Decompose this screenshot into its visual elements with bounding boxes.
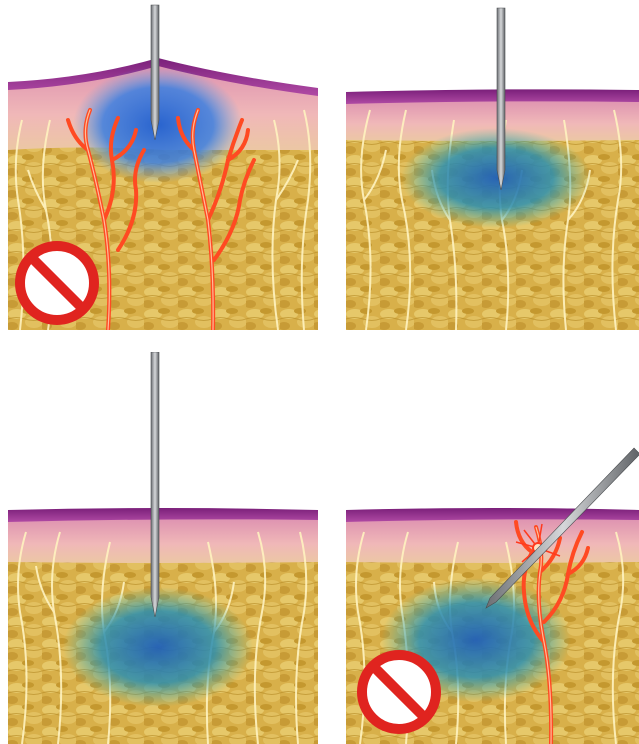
needle <box>151 5 159 140</box>
panel-bottom-left <box>8 352 318 744</box>
panel-bottom-right <box>346 352 639 744</box>
skin-cross-section-top-right <box>346 0 639 330</box>
skin-cross-section-bottom-left <box>8 352 318 744</box>
injected-filler-bolus <box>401 128 591 228</box>
injected-filler-bolus <box>63 587 253 707</box>
needle <box>151 352 159 617</box>
needle <box>497 8 505 190</box>
no-entry-sign <box>354 647 444 737</box>
panel-top-left <box>8 0 318 330</box>
dermis-layer <box>346 516 639 563</box>
no-entry-sign <box>12 238 102 328</box>
panel-top-right <box>346 0 639 330</box>
